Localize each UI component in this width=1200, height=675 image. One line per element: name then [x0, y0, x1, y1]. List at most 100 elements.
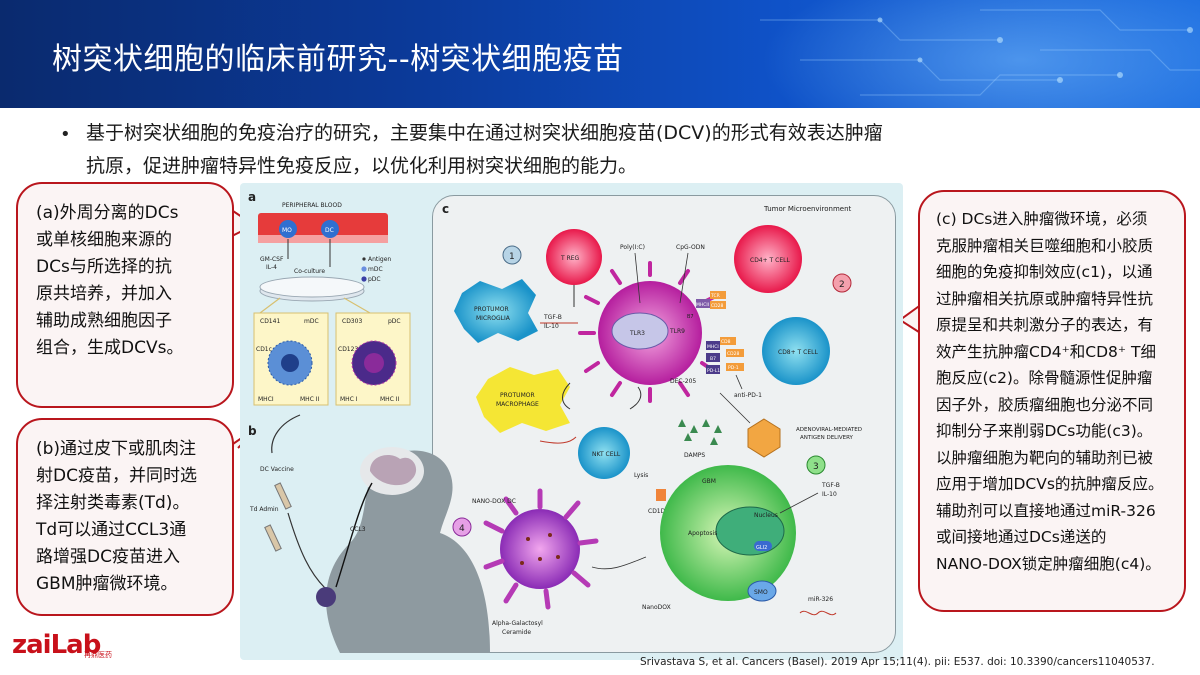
mhci-left-label: MHCI: [258, 396, 274, 403]
panel-b-entry-arrow: [271, 414, 301, 454]
nkt-cell: [578, 427, 630, 479]
cd4-label: CD4+ T CELL: [750, 257, 790, 264]
gmcsf-label: GM-CSF: [260, 256, 284, 263]
anti-pd1-arrow: [735, 374, 743, 390]
nanodox-label: NanoDOX: [642, 604, 671, 611]
citation: Srivastava S, et al. Cancers (Basel). 20…: [640, 656, 1155, 668]
mir326-strand: [799, 610, 837, 616]
mir326-label: miR-326: [808, 596, 833, 603]
patient-silhouette: [326, 450, 490, 653]
protumor-microglia-label-2: MICROGLIA: [476, 315, 511, 322]
figure-illustration: a PERIPHERAL BLOOD MO DC GM-CSF IL-4 Co-…: [248, 190, 862, 653]
pdl1-tag: PD-L1: [707, 368, 720, 374]
mhcii-tag: MHCII: [696, 302, 709, 308]
peripheral-blood-label: PERIPHERAL BLOOD: [282, 202, 342, 209]
alpha-gal-label-2: Ceramide: [502, 629, 531, 636]
macrophage-inhibit: [539, 436, 577, 444]
damps-label: DAMPS: [684, 452, 705, 459]
dish-connectors: [259, 297, 371, 314]
callout-c-line: 抑制分子来削弱DCs功能(c3)。: [936, 422, 1153, 440]
monocyte-icon: [279, 220, 297, 238]
bullet-line-2: 抗原，促进肿瘤特异性免疫反应，以优化利用树突状细胞的能力。: [86, 155, 638, 177]
callout-c-line: 辅助剂可以直接地通过miR-326: [936, 501, 1156, 520]
synapse-markers: [696, 291, 744, 374]
callout-a-line: DCs与所选择的抗: [36, 257, 172, 277]
anti-pd1-label: anti-PD-1: [734, 392, 762, 399]
callout-a-line: 辅助成熟细胞因子: [36, 311, 172, 331]
badge-2-text: 2: [839, 280, 845, 290]
cd141-label: CD141: [260, 318, 280, 325]
adenovirus-arrow: [719, 392, 751, 424]
cycle-arrow-left: [562, 382, 571, 410]
mdc-nucleus: [281, 354, 299, 372]
badge-2: [832, 273, 852, 293]
ccl3-migration-arrow: [335, 482, 373, 588]
legend-antigen: Antigen: [368, 256, 391, 263]
tlr9-label: TLR9: [669, 328, 685, 335]
callout-c-line: 因子外，胶质瘤细胞也分泌不同: [936, 395, 1154, 414]
smo-marker: [747, 580, 777, 602]
callout-b: (b)通过皮下或肌肉注 射DC疫苗，并同时选 择注射类毒素(Td)。 Td可以通…: [16, 418, 234, 616]
nano-dox-dc-label: NANO-DOX DC: [472, 498, 516, 505]
legend-mdc: mDC: [368, 266, 383, 273]
cd303-label: CD303: [342, 318, 362, 325]
mhci-right-label: MHC I: [340, 396, 358, 403]
cd8-t-cell: [762, 317, 830, 385]
badge-3: [806, 455, 826, 475]
callout-b-line: (b)通过皮下或肌肉注: [36, 439, 197, 459]
zailab-logo-subtitle: 再鼎医药: [84, 651, 112, 659]
cd4-t-cell: [734, 225, 802, 293]
mhcii-right-label: MHC II: [380, 396, 400, 403]
nucleus-label: Nucleus: [754, 512, 778, 519]
pdc-nucleus: [364, 353, 384, 373]
tme-label: Tumor Microenvironment: [763, 205, 852, 213]
badge-1: [502, 245, 522, 265]
blood-vessel-edge: [258, 235, 388, 243]
pdc-legend-dot: [361, 276, 367, 282]
adenoviral-label-1: ADENOVIRAL-MEDIATED: [796, 427, 862, 433]
protumor-macrophage-label-2: MACROPHAGE: [496, 401, 539, 408]
callout-b-line: Td可以通过CCL3通: [36, 520, 187, 540]
il4-label: IL-4: [266, 264, 277, 271]
panel-c-letter: c: [442, 202, 449, 216]
pd1-tag: PD-1: [728, 365, 739, 371]
badge-4-text: 4: [459, 524, 465, 534]
dc-precursor-icon: [321, 220, 339, 238]
callout-a-line: (a)外周分离的DCs: [36, 203, 179, 223]
header-banner: 树突状细胞的临床前研究--树突状细胞疫苗: [0, 0, 1200, 108]
callout-a: (a)外周分离的DCs 或单核细胞来源的 DCs与所选择的抗 原共培养，并加入 …: [16, 182, 234, 408]
callout-c-line: 或间接地通过DCs递送的: [936, 528, 1107, 546]
tgfb3-arrow: [779, 492, 819, 514]
callout-b-line: GBM肿瘤微环境。: [36, 574, 178, 594]
bullet-line-1: 基于树突状细胞的免疫治疗的研究，主要集中在通过树突状细胞疫苗(DCV)的形式有效…: [86, 122, 883, 144]
td-admin-label: Td Admin: [249, 506, 279, 513]
brain-icon: [370, 455, 417, 486]
legend-pdc: pDC: [368, 276, 381, 283]
tlr3-label: TLR3: [629, 330, 645, 337]
protumor-microglia-label-1: PROTUMOR: [474, 306, 509, 313]
adenovirus-icon: [747, 418, 781, 458]
tgfb-label: TGF-B: [543, 314, 562, 321]
nano-dox-arrow: [591, 556, 647, 570]
cpg-label: CpG-ODN: [676, 244, 705, 251]
polyic-label: Poly(I:C): [620, 244, 645, 251]
cd8-tag: CD8: [721, 339, 731, 345]
td-syringe: [264, 524, 282, 552]
gbm-label: GBM: [702, 478, 716, 485]
callout-c-line: 克服肿瘤相关巨噬细胞和小胶质: [936, 236, 1154, 255]
alpha-gal-label-1: Alpha-Galactosyl: [492, 620, 543, 627]
cd1c-label: CD1c: [256, 346, 272, 353]
tcr-top-tag: TCR: [710, 293, 720, 299]
nano-dox-dc-cell: [483, 488, 599, 610]
tgfb3-label: TGF-B: [821, 482, 840, 489]
callout-c-line: 细胞的免疫抑制效应(c1)，以通: [936, 263, 1153, 281]
panel-a-letter: a: [248, 190, 256, 204]
cd1d-receptor: [656, 489, 666, 501]
callout-b-line: 射DC疫苗，并同时选: [36, 466, 197, 486]
callout-b-line: 择注射类毒素(Td)。: [36, 493, 190, 513]
gli2-marker: [754, 541, 772, 551]
callout-c: (c) DCs进入肿瘤微环境，必须 克服肿瘤相关巨噬细胞和小胶质 细胞的免疫抑制…: [918, 190, 1186, 612]
callout-c-line: 过肿瘤相关抗原或肿瘤特异性抗: [936, 289, 1154, 308]
mo-label: MO: [282, 227, 292, 234]
b7-mid-tag: B7: [710, 356, 716, 362]
